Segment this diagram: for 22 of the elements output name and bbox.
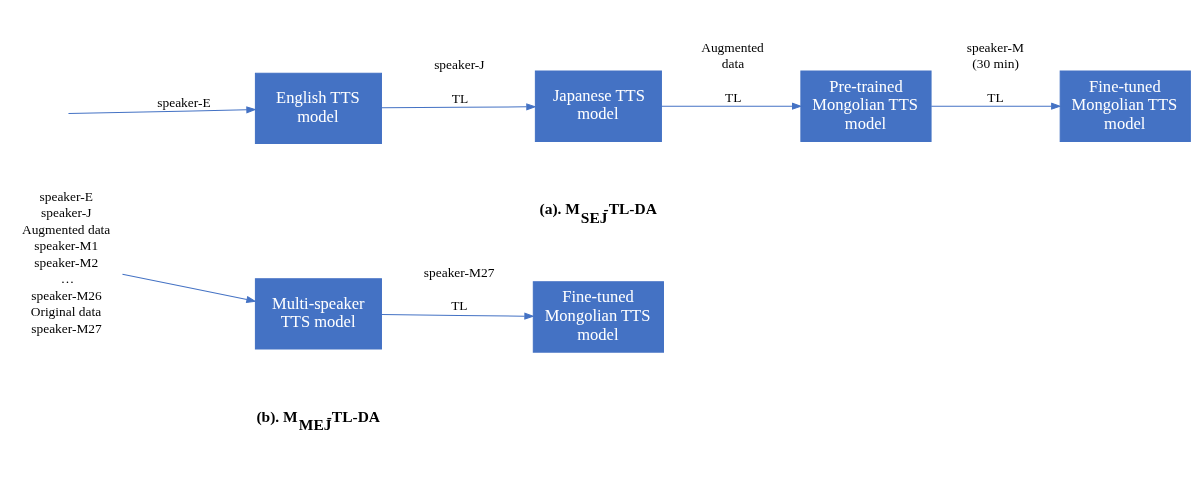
arrow (380, 102, 537, 110)
arrow (930, 102, 1062, 110)
node-box: Fine-tuned Mongolian TTS model (1059, 70, 1191, 142)
node-text: speaker-E speaker-J Augmented data speaker-M1 speaker-M2 … speaker-M26 Original data speaker-M27 (21, 188, 111, 336)
edge-label: speaker-J (434, 56, 485, 72)
arrow (380, 312, 535, 320)
label: TL (451, 297, 468, 313)
arrow (67, 105, 257, 114)
label: TL (724, 89, 742, 104)
label: TL (451, 90, 469, 106)
label: TL (987, 89, 1004, 104)
arrow (661, 102, 803, 110)
edge-label: speaker-M27 (423, 264, 495, 280)
node-box: Japanese TTS model (534, 70, 662, 142)
edge-label: Augmented data (701, 39, 764, 71)
node-box: Fine-tuned Mongolian TTS model (532, 280, 664, 353)
node-box: English TTS model (254, 72, 382, 144)
arrow (121, 273, 257, 303)
edge-label: speaker-E (157, 94, 211, 110)
node-box: Multi-speaker TTS model (254, 277, 382, 350)
node-box: Pre-trained Mongolian TTS model (800, 70, 932, 142)
edge-label: speaker-M (30 min) (966, 39, 1024, 71)
